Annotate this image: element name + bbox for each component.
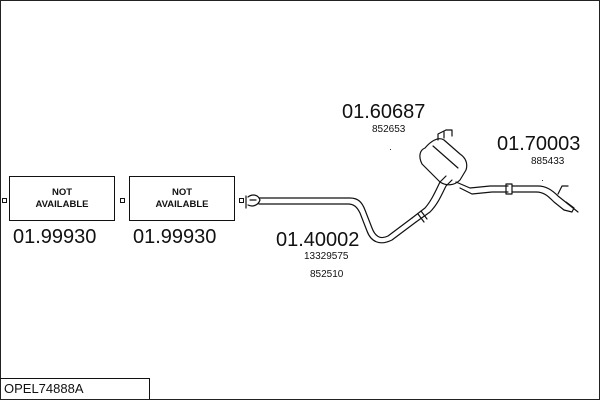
part-number-middle-pipe: 01.40002 — [276, 229, 360, 251]
leader-dot — [542, 180, 543, 181]
part-number-box-2: 01.99930 — [133, 226, 217, 248]
not-available-box-1: NOT AVAILABLE — [9, 176, 115, 221]
diagram-code: OPEL74888A — [0, 378, 150, 399]
leader-dot — [390, 149, 391, 150]
part-number-tail-pipe: 01.70003 — [497, 133, 581, 155]
connector-marker — [239, 198, 244, 203]
connector-marker — [2, 198, 7, 203]
part-number-muffler: 01.60687 — [342, 101, 426, 123]
not-available-box-2: NOT AVAILABLE — [129, 176, 235, 221]
reference-number: 885433 — [531, 156, 565, 167]
part-number-box-1: 01.99930 — [13, 226, 97, 248]
connector-marker — [120, 198, 125, 203]
reference-number: 852653 — [372, 124, 406, 135]
reference-number: 852510 — [310, 269, 344, 280]
reference-number: 13329575 — [304, 251, 349, 262]
